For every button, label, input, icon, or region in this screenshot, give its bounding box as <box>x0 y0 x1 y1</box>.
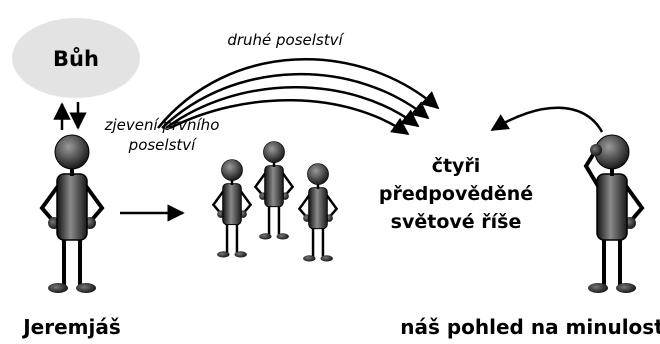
god-label: Bůh <box>53 47 99 71</box>
jeremiah-figure <box>40 133 104 295</box>
center-label-line2: předpověděné <box>379 183 533 205</box>
god-ellipse <box>12 18 140 98</box>
jeremiah-label: Jeremjáš <box>21 315 121 339</box>
revelation-label-line2: poselství <box>128 136 197 154</box>
observer-figure <box>583 134 645 293</box>
center-label-line3: světové říše <box>391 211 522 233</box>
our-view-label: náš pohled na minulost <box>400 315 660 339</box>
up-down-arrows-icon <box>53 102 87 130</box>
message-arrows <box>157 58 440 136</box>
people-group <box>212 140 338 263</box>
view-to-past-arrow <box>490 106 604 133</box>
person-figure <box>254 140 294 241</box>
revelation-label-line1: zjevení prvního <box>104 116 220 134</box>
person-figure <box>298 162 338 263</box>
person-figure <box>212 158 252 259</box>
center-label-line1: čtyři <box>432 155 481 177</box>
second-message-label: druhé poselství <box>227 31 344 49</box>
